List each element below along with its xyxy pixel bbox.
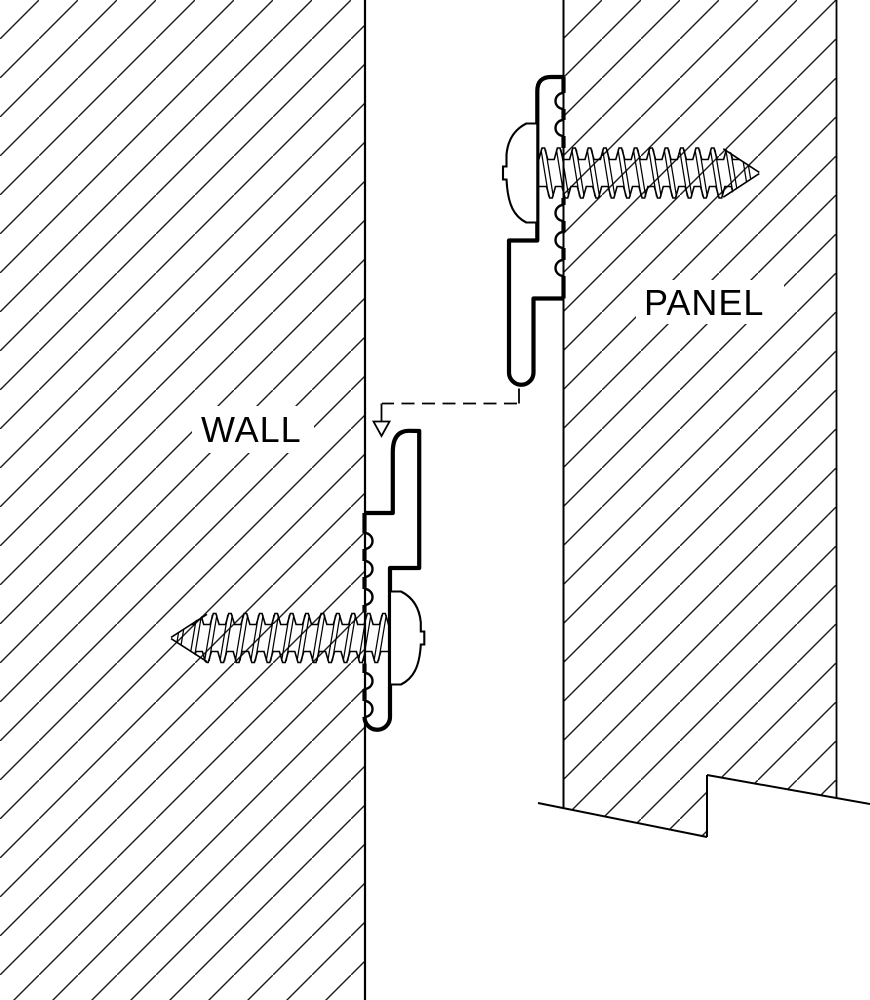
wall-hatch (0, 0, 365, 1000)
panel-hatch (563, 0, 837, 837)
panel-clip-body (509, 77, 564, 385)
screw-pan-head (388, 590, 426, 686)
screw-pan-head (501, 122, 539, 224)
clip-serration-ribs (554, 91, 564, 278)
panel-mounting-clip (506, 74, 566, 387)
insertion-path-leader (371, 388, 520, 438)
wall-label: WALL (201, 409, 302, 450)
thread-flank-lines (171, 614, 387, 662)
screw-tip-cone (170, 613, 208, 663)
thread-flank-lines (540, 149, 760, 197)
panel-label: PANEL (644, 282, 764, 323)
panel-clip-contact-ribs (554, 77, 566, 299)
wall-label-group: WALL (192, 406, 314, 453)
wall-clip-outline (362, 428, 422, 732)
wall-clip-contact-ribs (362, 513, 374, 719)
panel-clip-outline (506, 74, 564, 387)
wall-label-clearing (192, 406, 314, 453)
wall-section (0, 0, 365, 1000)
panel-section (563, 0, 837, 837)
wall-mounting-clip (362, 428, 422, 732)
screw-tip-cone (722, 148, 760, 198)
down-open-arrow-icon (371, 420, 392, 438)
panel-label-group: PANEL (636, 280, 784, 324)
clip-serration-ribs (364, 531, 374, 719)
wall-clip-body (364, 430, 420, 730)
panel-label-clearing (636, 280, 784, 324)
panel-break-line (537, 774, 870, 838)
